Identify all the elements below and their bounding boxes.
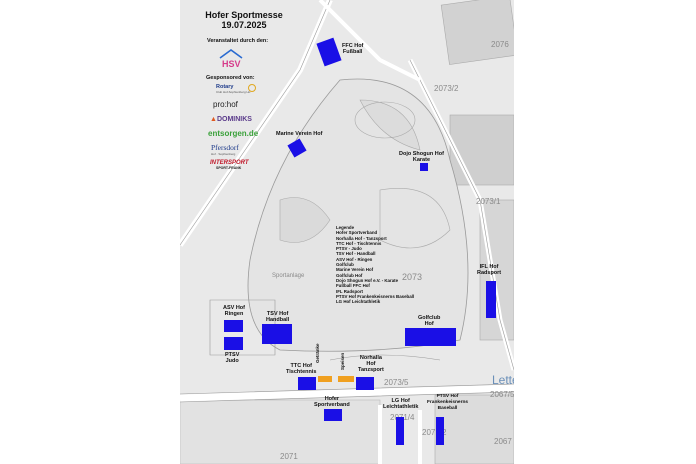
booth-dojo-shogun — [420, 163, 428, 171]
sponsor-rotary-sub: Club Hof-Sophienberg Ho — [216, 90, 251, 94]
sponsor-pfersdorf: Pfersdorf Hof · Sophienberg — [211, 143, 239, 156]
booth-ptsv-baseball — [436, 417, 444, 445]
plot-number: 2071 — [280, 452, 298, 461]
sponsor-rotary-name: Rotary — [216, 84, 234, 90]
hsv-logo-text: HSV — [222, 59, 241, 69]
sponsor-intersport: INTERSPORT SPORT-FRANK — [210, 160, 249, 170]
legend-item: ASV Hof - Ringen — [336, 256, 373, 262]
legend-item: TSV Hof - Handball — [336, 251, 376, 257]
booth-ttc-tischtennis — [298, 377, 316, 390]
sponsors-label: Gesponsored von: — [206, 75, 255, 81]
booth-ptsv-judo — [224, 337, 243, 350]
site-map: 2076 2073/2 2073/1 2073 2073/5 2067/5 20… — [180, 0, 514, 464]
plot-number: 2067 — [494, 437, 512, 446]
booth-getraenke — [318, 376, 332, 382]
area-label-sportanlage: Sportanlage — [272, 273, 305, 279]
legend-title: Legende — [336, 225, 355, 230]
plot-number: 2073/1 — [476, 197, 501, 206]
organizer-label: Veranstaltet durch den: — [207, 38, 269, 44]
street-label: Lette — [492, 373, 514, 387]
booth-speisen — [338, 376, 354, 382]
dominiks-icon: ▲ — [210, 116, 217, 123]
booth-label-marine: Marine Verein Hof — [276, 131, 323, 137]
plot-number: 2073/2 — [434, 84, 459, 93]
event-title: Hofer Sportmesse 19.07.2025 — [204, 10, 284, 30]
legend-item: Norhalla Hof - Tanzsport — [336, 235, 387, 241]
booth-tsv-handball — [262, 324, 292, 344]
sponsor-dominiks: ▲DOMINIKS — [210, 116, 252, 123]
sponsor-intersport-sub: SPORT-FRANK — [216, 166, 242, 170]
sponsor-pfersdorf-name: Pfersdorf — [211, 143, 239, 152]
sponsor-entsorgen: entsorgen.de — [208, 129, 259, 138]
booth-ifl-radsport — [486, 281, 496, 318]
event-date: 19.07.2025 — [221, 20, 267, 30]
legend-item: Marine Verein Hof — [336, 267, 374, 273]
legend-item: Fußball FFC Hof — [336, 283, 370, 289]
legend-item: PTSV - Judo — [336, 246, 362, 252]
plot-number: 2071/2 — [422, 428, 447, 437]
legend-item: Golfclub — [336, 262, 354, 268]
sponsor-intersport-name: INTERSPORT — [210, 160, 249, 166]
booth-label-getraenke: Getränke — [315, 343, 320, 363]
hsv-logo: HSV — [218, 48, 244, 70]
legend-item: Golfclub Hof — [336, 272, 363, 278]
rotary-wheel-icon — [248, 84, 256, 92]
sponsor-rotary: Rotary Club Hof-Sophienberg Ho — [216, 84, 260, 96]
legend-item: Dojo Shogun Hof e.V. - Karate — [336, 277, 399, 283]
booth-norhalla-tanzsport — [356, 377, 374, 390]
legend-item: LG Hof Leichtathletik — [336, 299, 381, 305]
legend-item: Hofer Sportverband — [336, 230, 378, 236]
plot-number: 2073/5 — [384, 378, 409, 387]
booth-golfclub — [405, 328, 456, 346]
legend-item: IFL Radsport — [336, 288, 363, 294]
booth-lg-leichtathletik — [396, 417, 404, 445]
plot-number: 2076 — [491, 40, 509, 49]
booth-hofer-sportverband — [324, 409, 342, 421]
booth-asv-ringen — [224, 320, 243, 332]
event-name: Hofer Sportmesse — [205, 10, 283, 20]
sponsor-prohof: pro:hof — [213, 100, 238, 109]
plot-number: 2073 — [402, 272, 423, 282]
plot-number: 2067/5 — [490, 390, 514, 399]
legend-item: TTC Hof - Tischtennis — [336, 240, 382, 246]
booth-label-speisen: Speisen — [340, 352, 345, 370]
sponsor-pfersdorf-sub: Hof · Sophienberg — [211, 152, 236, 156]
legend-item: PTSV Hof Frankenkeisnerns Baseball — [336, 293, 415, 299]
